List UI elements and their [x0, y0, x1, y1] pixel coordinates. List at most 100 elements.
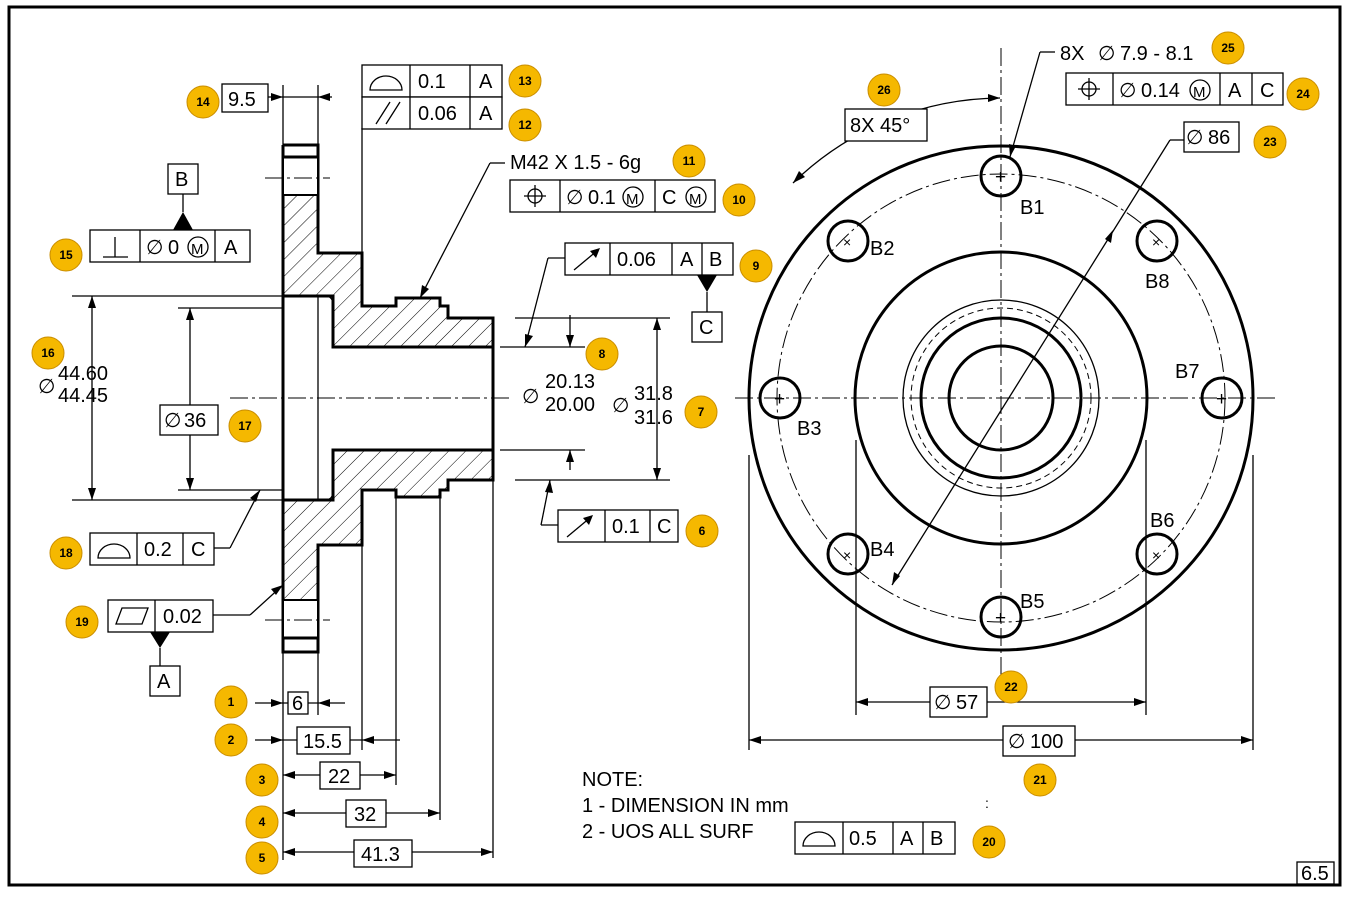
hole-b2: × B2 — [826, 219, 894, 263]
svg-text:×: × — [843, 547, 851, 563]
svg-text:M: M — [191, 241, 204, 258]
svg-text:∅: ∅ — [1186, 127, 1203, 149]
hole-b6: × B6 — [1135, 510, 1179, 576]
svg-text:11: 11 — [683, 154, 696, 168]
bolt-holes: + B1 × B2 + B3 × B4 + B5 × B6 + B7 × B8 — [758, 154, 1244, 639]
thread-callout: M42 X 1.5 - 6g — [419, 152, 641, 299]
svg-text:4: 4 — [259, 815, 266, 829]
callout-13: 13 — [508, 64, 542, 98]
dia-86: ∅ 86 — [891, 121, 1240, 586]
svg-text:B1: B1 — [1020, 197, 1044, 219]
svg-text:M: M — [626, 191, 639, 208]
hole-b1: + B1 — [979, 154, 1044, 219]
svg-text:7: 7 — [698, 405, 705, 419]
svg-text:20: 20 — [982, 835, 996, 849]
svg-text:12: 12 — [518, 118, 532, 132]
dim-6: 6 — [292, 693, 303, 715]
callout-16: 16 — [31, 336, 65, 370]
hole-b8: × B8 — [1135, 219, 1179, 293]
svg-text:0.06: 0.06 — [617, 249, 656, 271]
datum-a: A — [157, 671, 171, 693]
bolt-circle — [776, 173, 1226, 623]
callout-5: 5 — [245, 841, 279, 875]
svg-text:A: A — [680, 249, 694, 271]
parallelism-icon — [375, 101, 391, 125]
svg-text:B: B — [709, 249, 722, 271]
callout-19: 19 — [65, 605, 99, 639]
fcf-12: 0.06 A — [361, 96, 503, 130]
dim-31-6: 31.6 — [634, 407, 673, 429]
dia-57: ∅ 57 — [855, 440, 1147, 718]
svg-text:B: B — [930, 828, 943, 850]
datum-b: B — [175, 169, 188, 191]
page-number: 6.5 — [1301, 863, 1329, 885]
dim-20-13: 20.13 — [545, 371, 595, 393]
callout-9: 9 — [739, 249, 773, 283]
svg-text:B3: B3 — [797, 418, 821, 440]
svg-text:A: A — [479, 103, 493, 125]
svg-text:21: 21 — [1033, 773, 1047, 787]
svg-text:14: 14 — [196, 95, 210, 109]
svg-text:B7: B7 — [1175, 361, 1199, 383]
callout-21: 21 — [1023, 763, 1057, 797]
hatched-section-lower — [283, 450, 493, 600]
fcf-15: B ∅ 0 M A — [89, 163, 251, 263]
svg-text:M: M — [1193, 84, 1206, 101]
callout-14: 14 — [186, 85, 220, 119]
svg-text:B6: B6 — [1150, 510, 1174, 532]
hole-section-upper — [282, 156, 319, 196]
fcf-9: 0.06 A B C — [524, 242, 734, 348]
svg-text:5: 5 — [259, 851, 266, 865]
profile-surface-icon — [369, 75, 403, 91]
svg-text:26: 26 — [877, 83, 891, 97]
svg-text:B4: B4 — [870, 539, 894, 561]
datum-c: C — [699, 317, 713, 339]
flange-outer-circle — [747, 144, 1255, 652]
mmc-icon — [622, 186, 644, 208]
svg-text:0.14: 0.14 — [1141, 80, 1180, 102]
dim-15-5: 15.5 — [303, 731, 342, 753]
hole-b5: + B5 — [979, 591, 1044, 639]
svg-text:18: 18 — [59, 546, 73, 560]
svg-text:+: + — [995, 167, 1006, 188]
dim-22: 22 — [328, 766, 350, 788]
svg-text:A: A — [224, 237, 238, 259]
callout-24: 24 — [1286, 77, 1320, 111]
svg-text:8X 45°: 8X 45° — [850, 115, 910, 137]
callout-6: 6 — [685, 514, 719, 548]
callout-10: 10 — [722, 183, 756, 217]
note-title: NOTE: — [582, 769, 643, 791]
svg-text:8: 8 — [599, 347, 606, 361]
svg-text:2: 2 — [228, 733, 235, 747]
svg-text:∅: ∅ — [1119, 80, 1136, 102]
hole-b4: × B4 — [826, 532, 894, 576]
front-view — [735, 48, 1275, 680]
svg-text:+: + — [995, 608, 1006, 629]
dim-44-45: 44.45 — [58, 385, 108, 407]
dim-20-00: 20.00 — [545, 394, 595, 416]
hole-b3: + B3 — [758, 376, 821, 440]
svg-text:22: 22 — [1004, 680, 1018, 694]
svg-text:B5: B5 — [1020, 591, 1044, 613]
callout-3: 3 — [245, 763, 279, 797]
section-view — [230, 143, 510, 654]
svg-text:+: + — [1216, 389, 1227, 410]
svg-text:∅: ∅ — [146, 237, 163, 259]
hole-section-lower — [282, 599, 319, 639]
svg-text:23: 23 — [1263, 135, 1277, 149]
note-line-2: 2 - UOS ALL SURF — [582, 821, 754, 843]
svg-text:∅: ∅ — [566, 187, 583, 209]
svg-text:100: 100 — [1030, 731, 1063, 753]
dim-32: 32 — [354, 804, 376, 826]
svg-text:M: M — [689, 191, 702, 208]
section-dimensions: 9.5 6 15.5 22 32 — [38, 83, 673, 868]
page-number-box — [1296, 861, 1335, 885]
dim-36: 36 — [184, 410, 206, 432]
svg-text:×: × — [1152, 547, 1160, 563]
svg-text:13: 13 — [518, 74, 532, 88]
svg-text:16: 16 — [41, 346, 55, 360]
dim-44-60: 44.60 — [58, 363, 108, 385]
callout-1: 1 — [214, 685, 248, 719]
callout-20: 20 — [972, 825, 1006, 859]
svg-text:25: 25 — [1221, 41, 1235, 55]
